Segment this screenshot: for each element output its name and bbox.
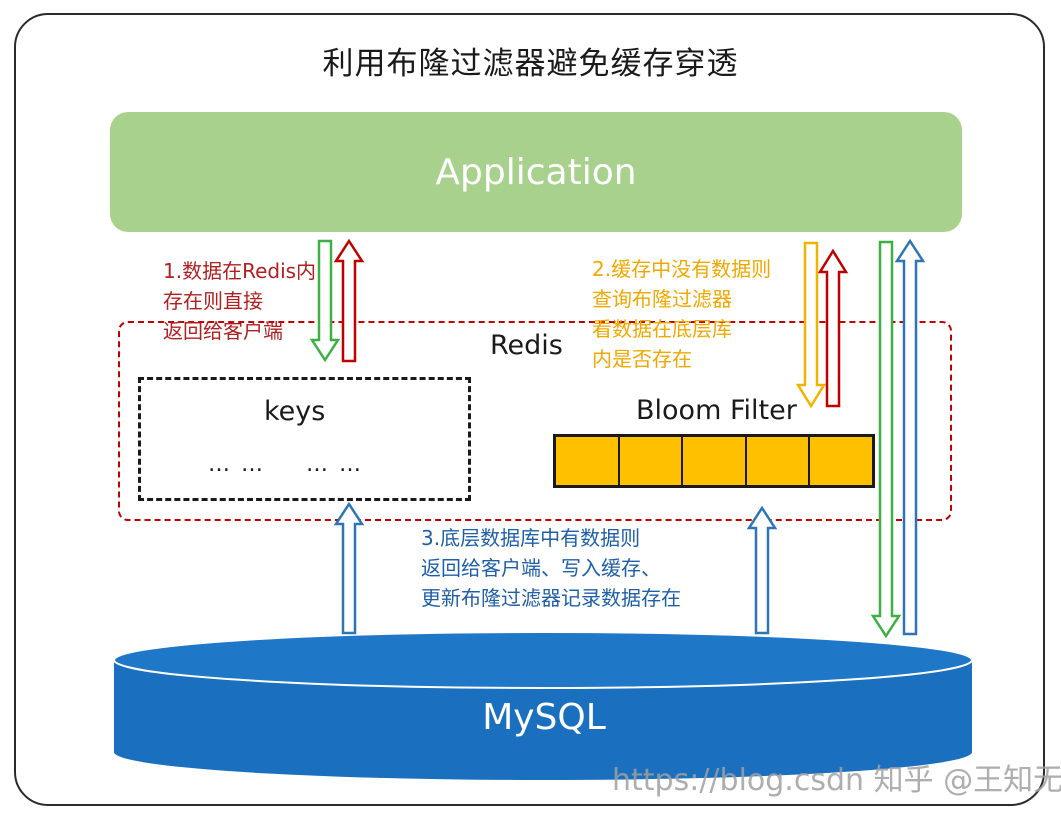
arrow-down-orange-step2 xyxy=(795,241,827,409)
application-box: Application xyxy=(110,112,962,232)
mysql-label: MySQL xyxy=(482,697,606,738)
arrow-up-blue-to-bloom-filter xyxy=(746,505,778,635)
bloom-filter-label: Bloom Filter xyxy=(636,395,797,426)
mysql-cylinder xyxy=(113,631,973,780)
keys-ellipsis-right: … … xyxy=(306,452,363,477)
step1-note: 1.数据在Redis内 存在则直接 返回给客户端 xyxy=(163,259,317,343)
keys-ellipsis-left: … … xyxy=(208,452,265,477)
arrow-up-red-step1 xyxy=(333,238,365,363)
arrow-up-red-step2 xyxy=(817,248,849,408)
bloom-filter-cell xyxy=(619,437,684,485)
watermark: https://blog.csdn 知乎 @王知无 xyxy=(612,763,1061,798)
bloom-filter-cell xyxy=(810,437,872,485)
redis-label: Redis xyxy=(490,330,563,361)
step2-note: 2.缓存中没有数据则 查询布隆过滤器 看数据在底层库 内是否存在 xyxy=(592,257,772,371)
redis-container xyxy=(118,321,952,521)
arrow-up-blue-to-application xyxy=(894,238,926,636)
bloom-filter-bit-array xyxy=(553,434,875,488)
application-label: Application xyxy=(435,151,637,193)
bloom-filter-cell xyxy=(683,437,747,485)
arrow-down-green-to-mysql xyxy=(870,240,902,639)
bloom-filter-cell xyxy=(746,437,811,485)
diagram-title: 利用布隆过滤器避免缓存穿透 xyxy=(322,46,739,82)
step3-note: 3.底层数据库中有数据则 返回给客户端、写入缓存、 更新布隆过滤器记录数据存在 xyxy=(421,526,681,610)
keys-box xyxy=(138,377,471,501)
arrow-down-green-step1 xyxy=(309,239,341,363)
arrow-up-blue-to-keys xyxy=(333,501,365,635)
keys-label: keys xyxy=(264,396,326,427)
bloom-filter-cell xyxy=(556,437,620,485)
diagram-frame xyxy=(14,13,1045,806)
